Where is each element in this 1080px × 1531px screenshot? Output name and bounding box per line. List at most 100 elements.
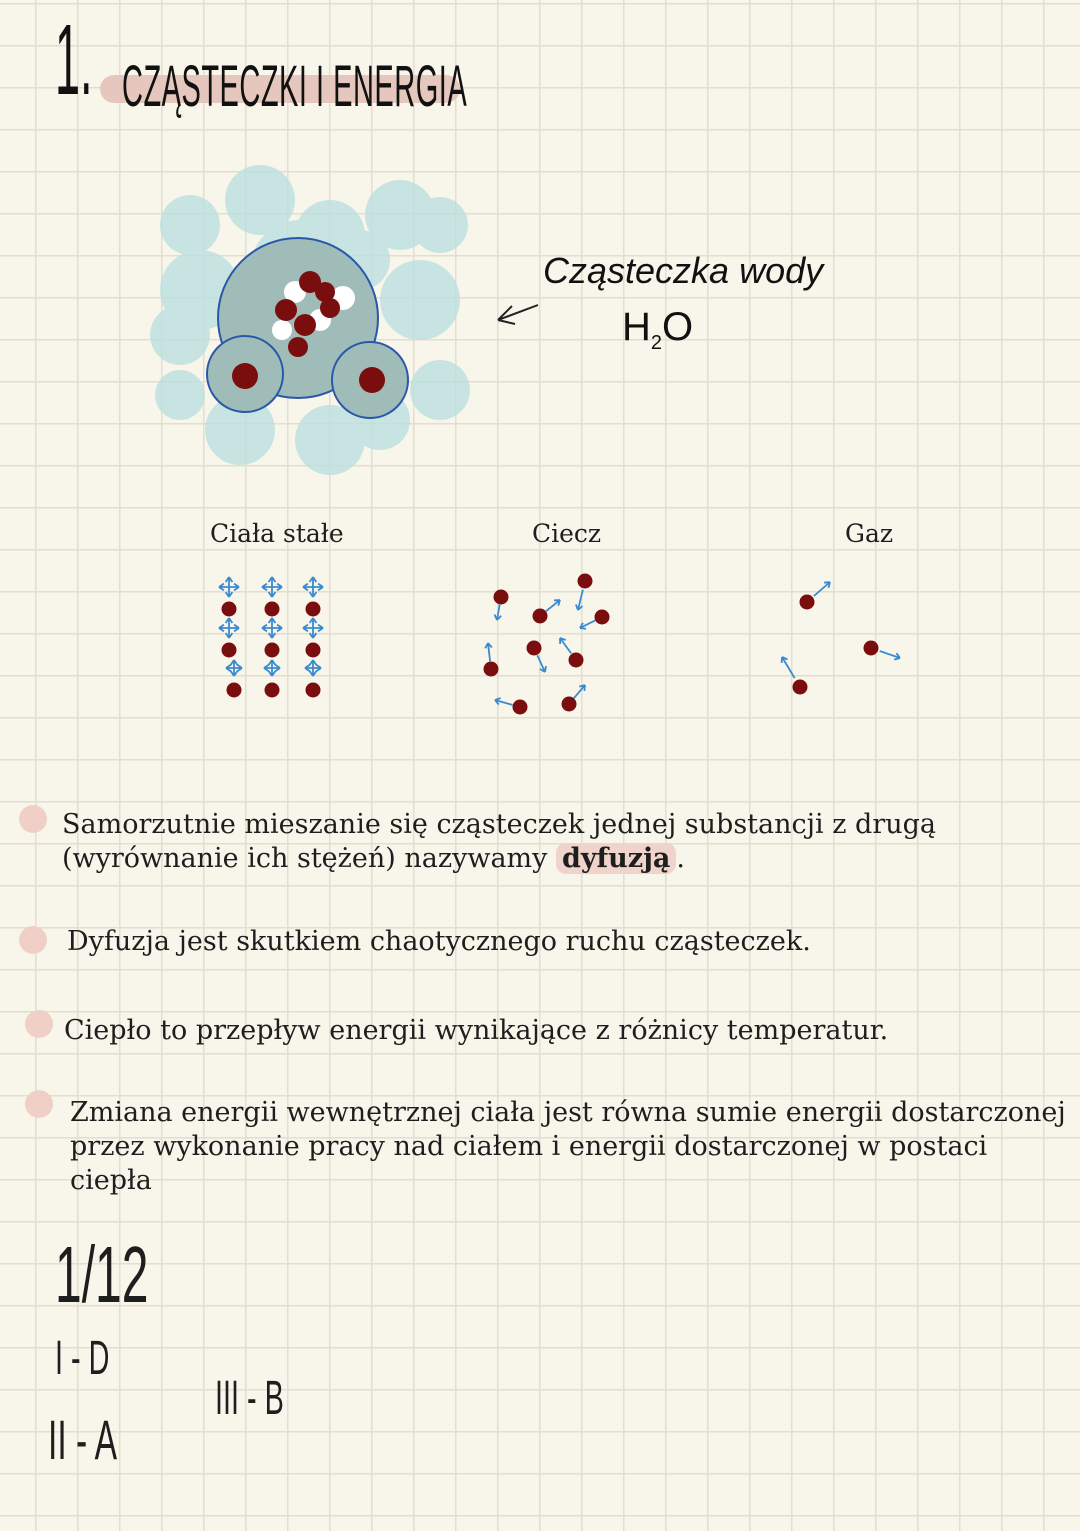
label-solid: Ciała stałe [210,519,344,548]
particle [863,640,879,656]
arrow-icon [225,663,234,673]
label-liquid: Ciecz [532,519,602,548]
arrow-icon [261,582,272,592]
particle [512,699,528,715]
arrow-icon [224,628,234,639]
arrow-icon [229,582,240,592]
illustrations [150,165,901,715]
arrow-icon [224,587,234,598]
arrow-icon [272,663,281,673]
particle [264,601,280,617]
particle [526,640,542,656]
arrow-icon [302,623,313,633]
formula-o: O [662,305,694,349]
particle [221,642,237,658]
molecule-caption: Cząsteczka wody [543,250,824,291]
arrow-icon [267,576,277,587]
arrow-icon [229,659,239,668]
note-internal-energy: Zmiana energii wewnętrznej ciała jest ró… [70,1097,1066,1196]
particle [532,608,548,624]
particle [568,652,584,668]
answer-item: II - A [48,1408,118,1471]
arrow-icon [218,582,229,592]
arrow-icon [267,668,277,677]
arrow-icon [267,659,277,668]
arrow-icon [267,628,277,639]
arrow-icon [559,637,572,654]
particle [594,609,610,625]
arrow-icon [579,619,596,630]
bullet [19,926,47,954]
molecule-formula: H2O [622,305,693,355]
note-diffusion-cause: Dyfuzja jest skutkiem chaotycznego ruchu… [67,926,811,957]
particle [305,642,321,658]
pointer-arrow-icon [497,304,539,325]
water-molecule [206,237,409,419]
arrow-icon [308,628,318,639]
arrow-icon [879,650,901,661]
page-title: CZĄSTECZKI I ENERGIA [122,54,468,119]
arrow-icon [308,659,318,668]
note-text-end: . [676,843,685,874]
particle [305,682,321,698]
highlighted-term: dyfuzją [555,843,677,874]
arrow-icon [813,581,831,597]
arrow-icon [272,623,283,633]
particle [305,601,321,617]
arrow-icon [229,623,240,633]
arrow-icon [304,663,313,673]
particle [221,601,237,617]
arrow-icon [494,697,513,706]
arrow-icon [573,684,586,699]
arrow-icon [263,663,272,673]
note-heat: Ciepło to przepływ energii wynikające z … [64,1015,889,1046]
arrow-icon [302,582,313,592]
arrow-icon [267,587,277,598]
arrow-icon [308,668,318,677]
arrow-icon [313,663,322,673]
note-diffusion-definition: Samorzutnie mieszanie się cząsteczek jed… [62,808,1022,876]
arrow-icon [313,623,324,633]
particle [561,696,577,712]
section-number: 1. [55,4,93,116]
bullet [25,1010,53,1038]
particle [799,594,815,610]
formula-h: H [622,305,651,349]
water-cloud [150,165,470,475]
arrow-icon [261,623,272,633]
arrow-icon [234,663,243,673]
bullet [19,805,47,833]
arrow-icon [224,576,234,587]
particle [493,589,509,605]
arrow-icon [484,642,493,662]
answers-heading: 1/12 [55,1230,149,1319]
arrow-icon [272,582,283,592]
arrow-icon [493,603,502,621]
particle [226,682,242,698]
label-gas: Gaz [845,519,894,548]
formula-sub: 2 [650,332,663,354]
arrow-icon [308,576,318,587]
particle [264,682,280,698]
arrow-icon [229,668,239,677]
arrow-icon [308,587,318,598]
arrow-icon [224,617,234,628]
particle [792,679,808,695]
answer-item: I - D [55,1332,110,1385]
arrow-icon [308,617,318,628]
arrow-icon [780,656,796,679]
arrow-icon [536,654,547,673]
arrow-icon [267,617,277,628]
arrow-icon [218,623,229,633]
arrow-icon [313,582,324,592]
answer-item: III - B [215,1372,284,1425]
particle [483,661,499,677]
bullet [25,1090,53,1118]
note-text: Samorzutnie mieszanie się cząsteczek jed… [62,809,936,874]
particle-diagrams [218,573,901,715]
arrow-icon [545,599,561,612]
title-highlight [100,75,460,103]
particle [264,642,280,658]
particle [577,573,593,589]
arrow-icon [575,589,584,611]
